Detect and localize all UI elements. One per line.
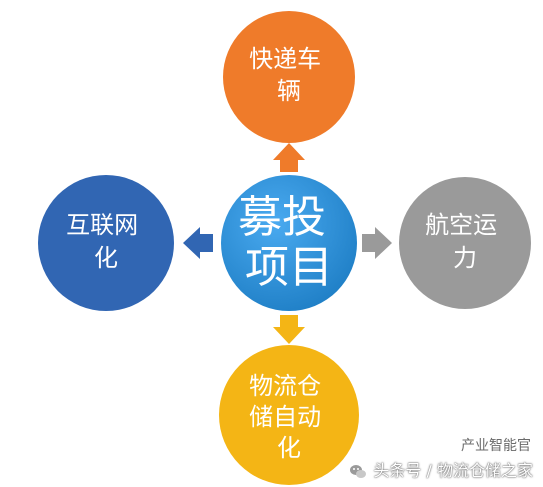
arrow-right — [362, 227, 392, 259]
node-left-circle — [38, 175, 174, 311]
node-center-label: 募投 项目 — [238, 192, 340, 293]
arrow-up — [273, 143, 305, 172]
watermark-source: 头条号 / 物流仓储之家 — [373, 461, 533, 480]
node-center-circle — [221, 175, 357, 311]
node-top-circle — [223, 11, 355, 143]
arrow-left — [183, 227, 213, 259]
arrow-down — [273, 315, 305, 344]
node-bottom-label: 物流仓 储自动 化 — [249, 372, 329, 462]
node-right-circle — [399, 177, 531, 309]
node-bottom-circle — [219, 345, 359, 485]
node-left-label: 互联网 化 — [66, 211, 146, 272]
node-right-label: 航空运 力 — [425, 211, 505, 272]
watermark-account-name: 产业智能官 — [461, 438, 531, 454]
node-top-label: 快递车 辆 — [249, 45, 329, 105]
wechat-bubble-icon — [350, 465, 367, 478]
watermark: 产业智能官 头条号 / 物流仓储之家 — [349, 438, 533, 481]
